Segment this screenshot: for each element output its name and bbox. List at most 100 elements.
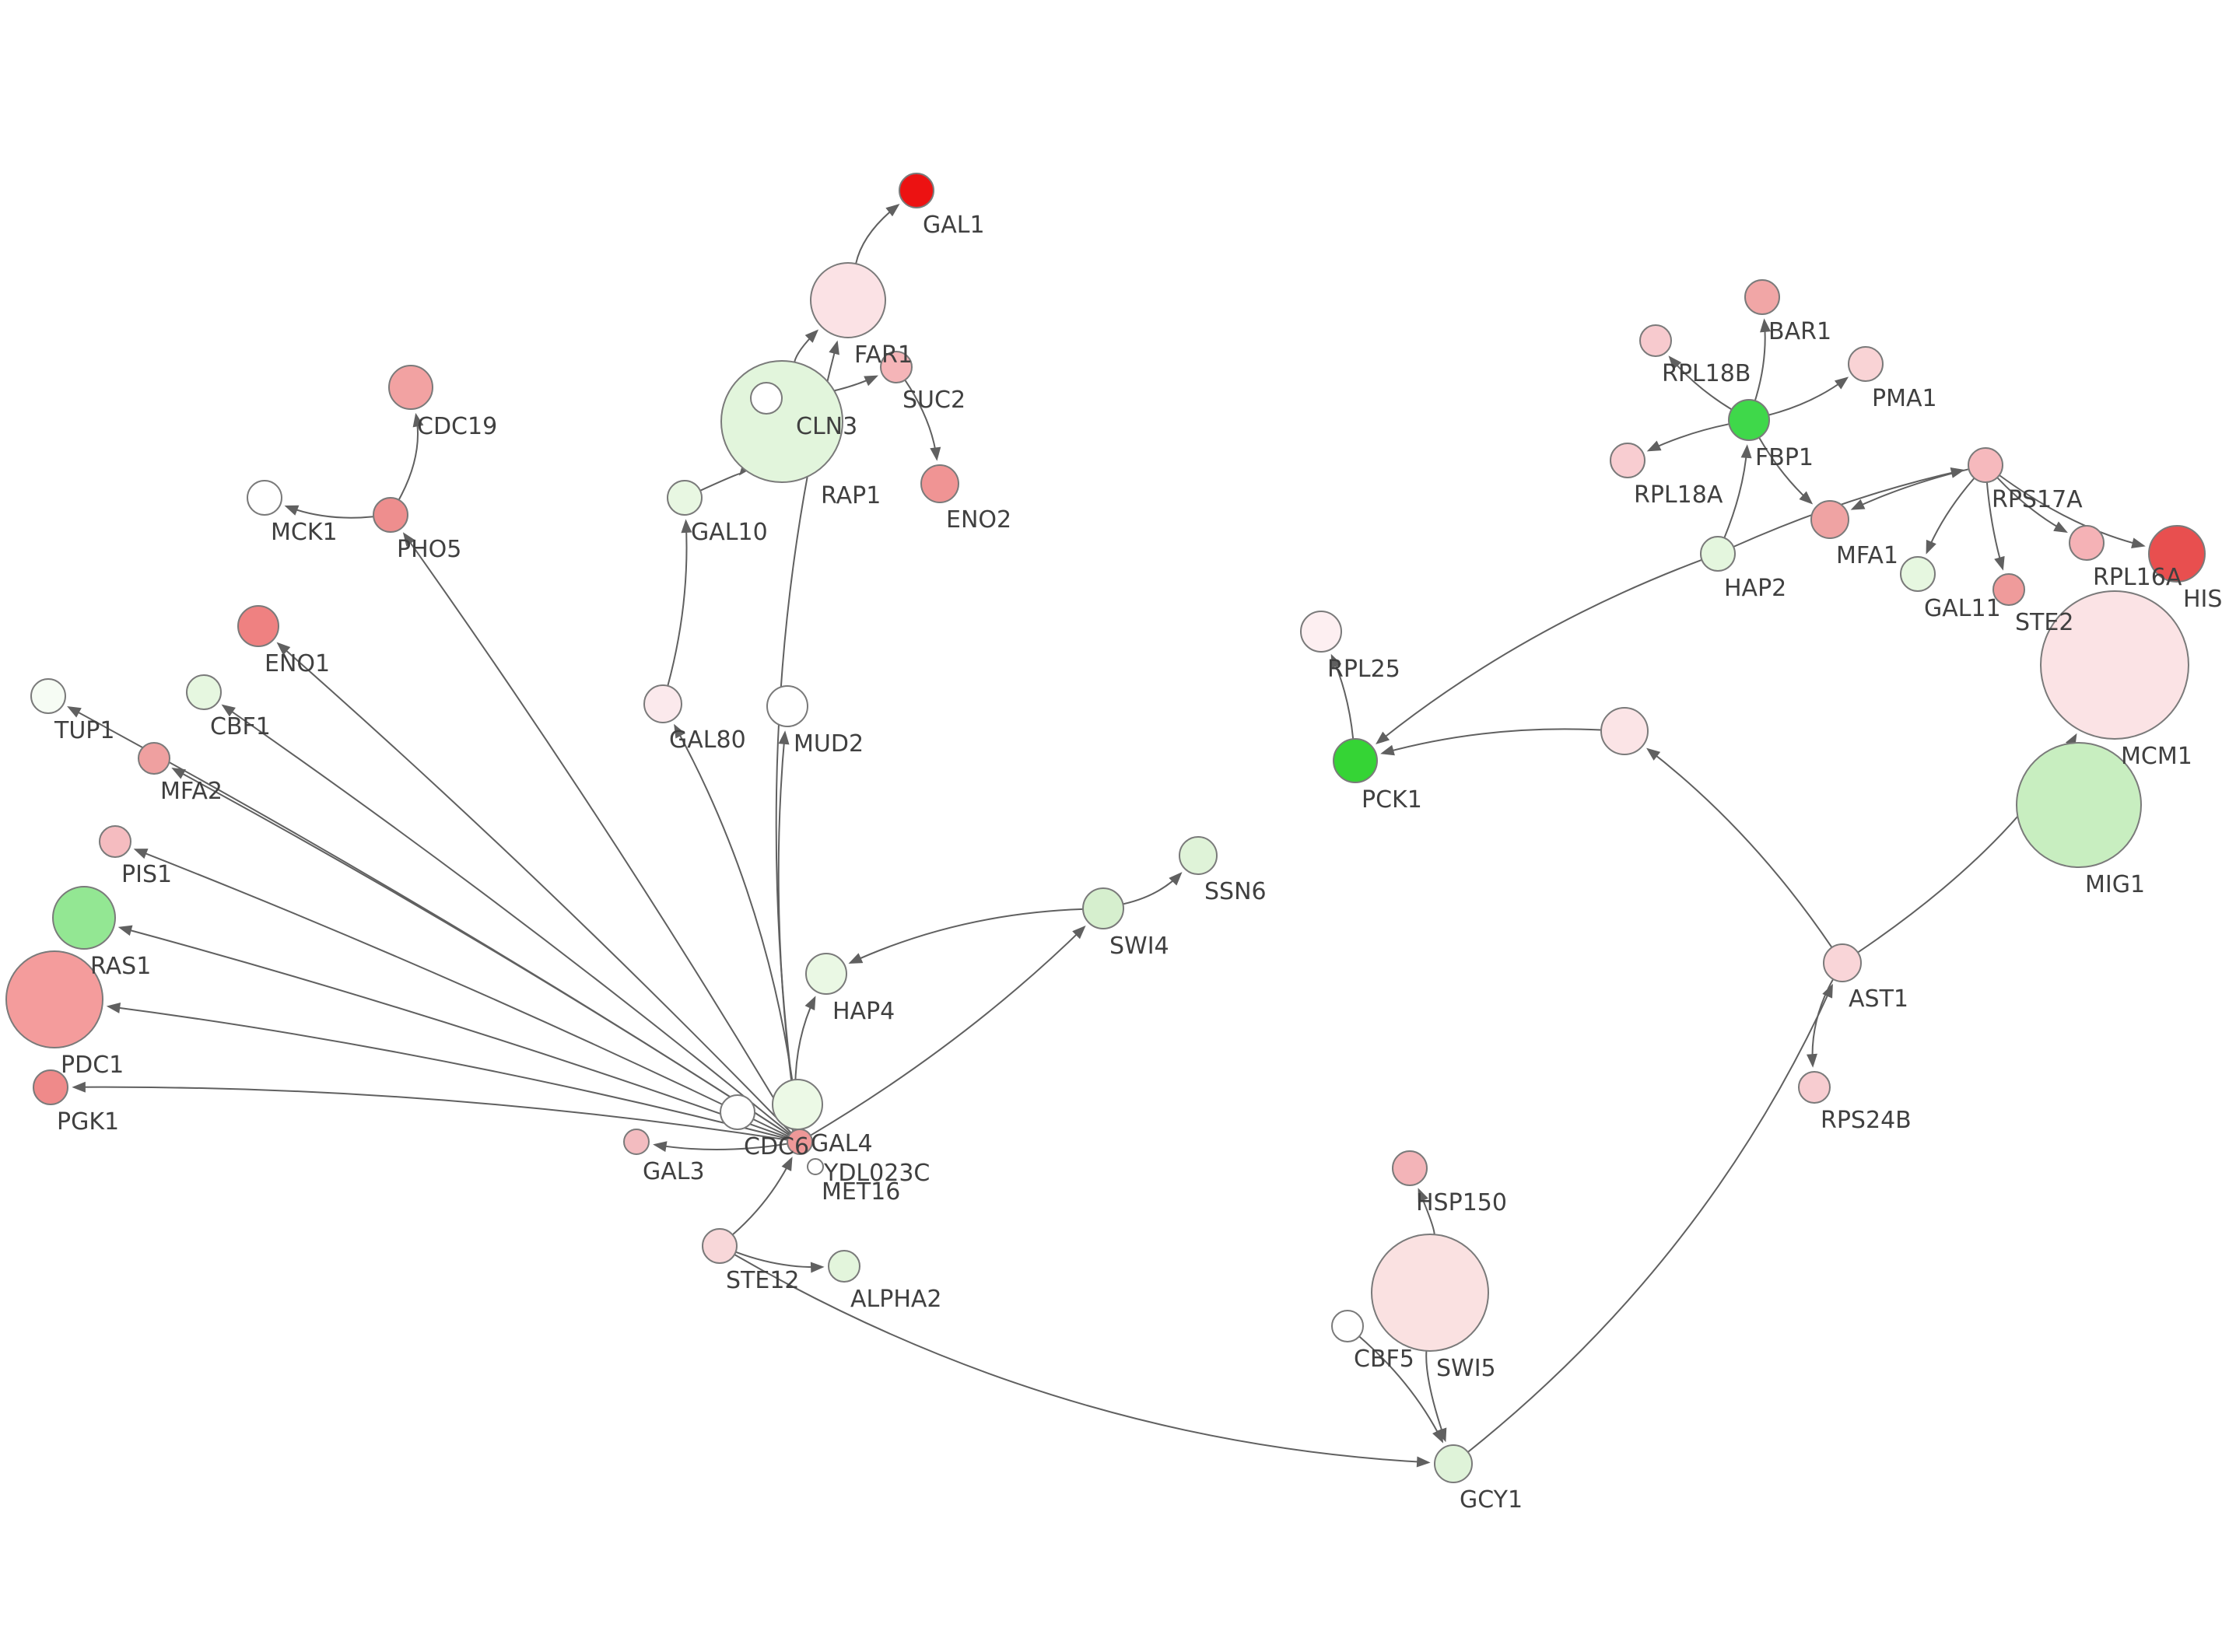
node-ste12[interactable] <box>702 1228 738 1264</box>
edge-fbp1-pma1[interactable] <box>1768 376 1849 416</box>
node-ssn6[interactable] <box>1179 836 1218 875</box>
node-ast1[interactable] <box>1823 943 1862 982</box>
edge-pck1-rpl25[interactable] <box>1330 653 1355 740</box>
node-suc2[interactable] <box>880 351 913 383</box>
node-alpha2[interactable] <box>828 1250 860 1283</box>
node-mcm1[interactable] <box>2040 590 2189 740</box>
edge-ste12-gcy1[interactable] <box>734 1254 1431 1468</box>
edge-gal4-cbf1[interactable] <box>221 704 791 1135</box>
edge-pho5-cdc19[interactable] <box>398 412 424 501</box>
edge-ast1-node1[interactable] <box>1646 747 1833 948</box>
edge-cln3-far1[interactable] <box>794 329 819 362</box>
edge-gal4-pis1[interactable] <box>133 849 790 1137</box>
node-mig1[interactable] <box>2016 742 2142 868</box>
edge-suc2-eno2[interactable] <box>904 380 941 461</box>
node-cbf5[interactable] <box>1331 1310 1364 1342</box>
edge-hap2-rps17a[interactable] <box>1733 467 1965 548</box>
node-bar1[interactable] <box>1744 279 1780 315</box>
edge-ste12-gal4[interactable] <box>731 1157 793 1236</box>
edge-gal4-pgk1[interactable] <box>72 1081 788 1141</box>
node-cdc6[interactable] <box>720 1094 755 1130</box>
edge-node1-pck1[interactable] <box>1380 728 1602 756</box>
edge-rps17a-his4[interactable] <box>1999 474 2146 549</box>
node-eno2[interactable] <box>920 464 959 503</box>
edge-gal4-mfa2[interactable] <box>171 768 790 1136</box>
node-pgk1[interactable] <box>33 1069 68 1105</box>
node-his4[interactable] <box>2148 525 2206 583</box>
edge-gal4-eno1[interactable] <box>276 642 792 1134</box>
edge-gal4-pho5[interactable] <box>402 532 794 1132</box>
node-hap4[interactable] <box>805 953 847 995</box>
edge-swi5-gcy1[interactable] <box>1425 1350 1447 1443</box>
node-mfa2[interactable] <box>138 742 170 775</box>
edge-fbp1-rpl18b[interactable] <box>1668 355 1733 411</box>
edge-ste12-alpha2[interactable] <box>735 1251 825 1273</box>
edge-hap2-pck1[interactable] <box>1376 558 1702 745</box>
node-rps24b[interactable] <box>1798 1071 1831 1104</box>
edge-gal4-pdc1[interactable] <box>106 1002 788 1140</box>
node-cbf1[interactable] <box>186 674 222 710</box>
node-gcy1[interactable] <box>1434 1444 1473 1483</box>
edge-fbp1-bar1[interactable] <box>1754 318 1772 401</box>
node-pis1[interactable] <box>99 825 131 858</box>
edge-rps17a-rpl16a[interactable] <box>1996 477 2068 533</box>
node-eno1[interactable] <box>237 605 279 647</box>
node-gal4[interactable] <box>787 1129 813 1155</box>
node-pho5[interactable] <box>373 497 408 533</box>
node-mud2[interactable] <box>766 685 808 727</box>
node-layer <box>5 173 2206 1483</box>
node-gal10[interactable] <box>667 480 703 516</box>
node-hsp150[interactable] <box>1392 1150 1428 1186</box>
edge-rps17a-mfa1[interactable] <box>1850 468 1969 510</box>
node-rpl18a[interactable] <box>1610 443 1645 478</box>
node-pdc1[interactable] <box>5 950 103 1048</box>
node-rps17a[interactable] <box>1968 447 2003 483</box>
node-ydl023c[interactable] <box>772 1079 823 1130</box>
edge-hap2-fbp1[interactable] <box>1723 444 1752 538</box>
edge-gcy1-ast1[interactable] <box>1467 983 1833 1453</box>
edge-swi4-hap4[interactable] <box>848 908 1084 964</box>
edge-pho5-mck1[interactable] <box>284 505 374 519</box>
node-met16[interactable] <box>807 1158 824 1175</box>
edge-swi4-ssn6[interactable] <box>1123 872 1183 905</box>
node-far1[interactable] <box>810 262 886 338</box>
node-tup1[interactable] <box>30 678 66 714</box>
edge-gal4-mud2[interactable] <box>777 730 799 1130</box>
edge-gal4-ras1[interactable] <box>117 925 789 1139</box>
node-rpl16a[interactable] <box>2069 525 2105 561</box>
node-rap1[interactable] <box>750 382 783 415</box>
node-gal80[interactable] <box>643 684 682 723</box>
edge-gal10-cln3[interactable] <box>699 461 752 492</box>
node-rpl18b[interactable] <box>1639 324 1672 357</box>
node-swi4[interactable] <box>1082 887 1124 929</box>
edge-rps17a-ste2[interactable] <box>1985 481 2005 571</box>
node-cdc19[interactable] <box>388 365 433 410</box>
node-gal11[interactable] <box>1900 556 1936 592</box>
node-ste2[interactable] <box>1992 573 2025 606</box>
edge-fbp1-rpl18a[interactable] <box>1646 423 1730 452</box>
node-swi5[interactable] <box>1371 1234 1489 1352</box>
node-node1[interactable] <box>1600 707 1649 755</box>
edge-ast1-rps24b[interactable] <box>1806 978 1835 1068</box>
node-hap2[interactable] <box>1700 536 1736 572</box>
node-fbp1[interactable] <box>1728 399 1770 441</box>
node-rpl25[interactable] <box>1300 611 1342 653</box>
edge-swi5-hsp150[interactable] <box>1418 1188 1435 1235</box>
node-cln3[interactable] <box>720 360 843 483</box>
edge-gal80-gal10[interactable] <box>667 519 692 687</box>
edge-cbf5-gcy1[interactable] <box>1358 1335 1444 1444</box>
node-ras1[interactable] <box>52 886 116 950</box>
node-gal1[interactable] <box>899 173 934 208</box>
node-mfa1[interactable] <box>1810 500 1849 539</box>
edge-fbp1-mfa1[interactable] <box>1758 436 1814 505</box>
node-pck1[interactable] <box>1333 738 1378 783</box>
node-pma1[interactable] <box>1848 346 1884 382</box>
edge-gal4-gal3[interactable] <box>653 1141 788 1153</box>
node-mck1[interactable] <box>247 480 282 516</box>
node-gal3[interactable] <box>623 1129 650 1155</box>
edge-far1-gal1[interactable] <box>855 203 900 264</box>
edge-rps17a-gal11[interactable] <box>1926 477 1975 555</box>
edge-gal4-swi4[interactable] <box>810 925 1086 1136</box>
